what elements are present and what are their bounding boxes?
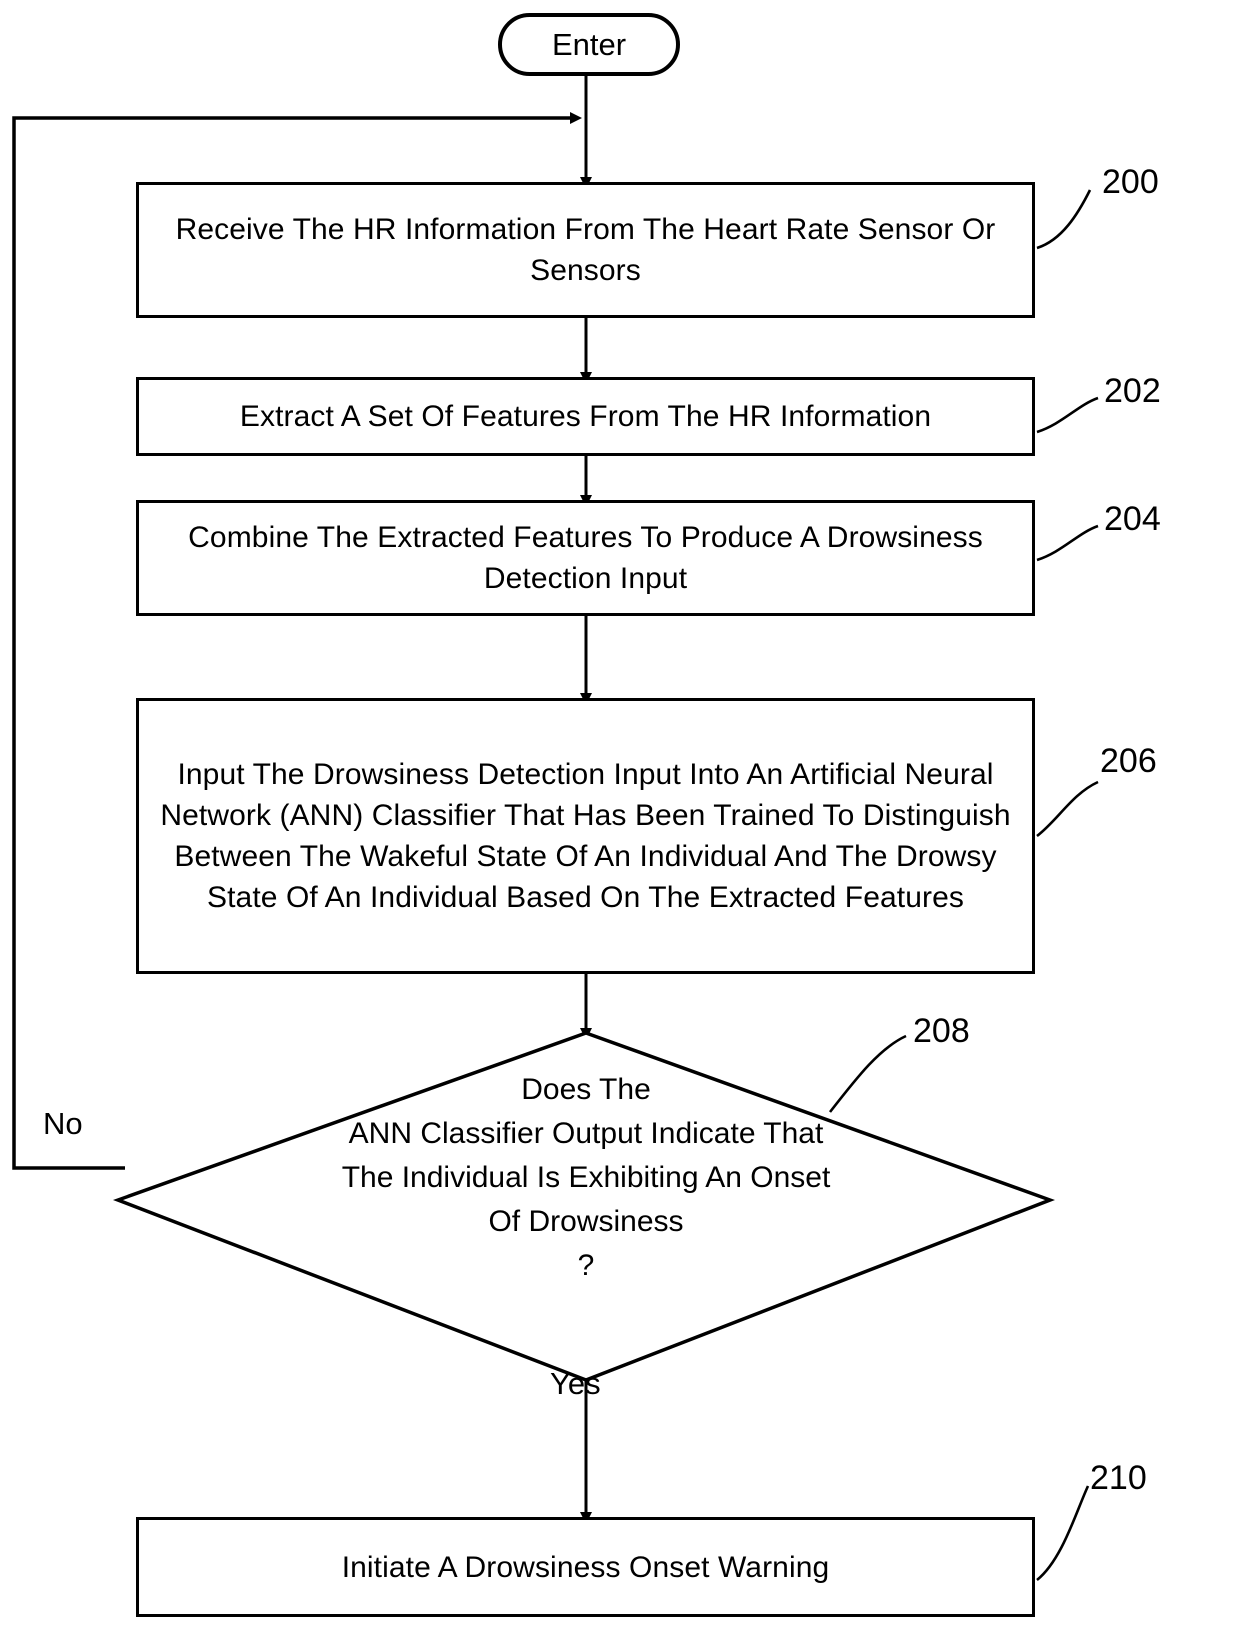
process-box-200[interactable]: Receive The HR Information From The Hear… (136, 182, 1035, 318)
reference-numeral-202: 202 (1104, 372, 1161, 410)
reference-numeral-206: 206 (1100, 742, 1157, 780)
process-box-210[interactable]: Initiate A Drowsiness Onset Warning (136, 1517, 1035, 1617)
reference-numeral-204: 204 (1104, 500, 1161, 538)
terminator-enter[interactable]: Enter (498, 13, 680, 76)
process-box-206[interactable]: Input The Drowsiness Detection Input Int… (136, 698, 1035, 974)
leader-202 (1036, 396, 1099, 434)
process-box-202[interactable]: Extract A Set Of Features From The HR In… (136, 377, 1035, 456)
process-box-200-label: Receive The HR Information From The Hear… (175, 213, 996, 287)
edge-label-yes: Yes (550, 1366, 601, 1401)
reference-numeral-210: 210 (1090, 1459, 1147, 1497)
decision-box-208-label: Does The ANN Classifier Output Indicate … (341, 1073, 831, 1282)
process-box-204[interactable]: Combine The Extracted Features To Produc… (136, 500, 1035, 616)
process-box-204-label: Combine The Extracted Features To Produc… (188, 521, 983, 595)
leader-206 (1036, 780, 1099, 838)
process-box-210-label: Initiate A Drowsiness Onset Warning (341, 1550, 830, 1584)
leader-204 (1036, 524, 1099, 562)
edge-label-no: No (43, 1106, 83, 1141)
process-box-206-label: Input The Drowsiness Detection Input Int… (160, 758, 1011, 914)
process-box-202-label: Extract A Set Of Features From The HR In… (239, 400, 932, 433)
leader-200 (1036, 189, 1092, 250)
reference-numeral-208: 208 (913, 1012, 970, 1050)
leader-210 (1036, 1485, 1090, 1582)
terminator-enter-label: Enter (551, 26, 627, 62)
reference-numeral-200: 200 (1102, 163, 1159, 201)
